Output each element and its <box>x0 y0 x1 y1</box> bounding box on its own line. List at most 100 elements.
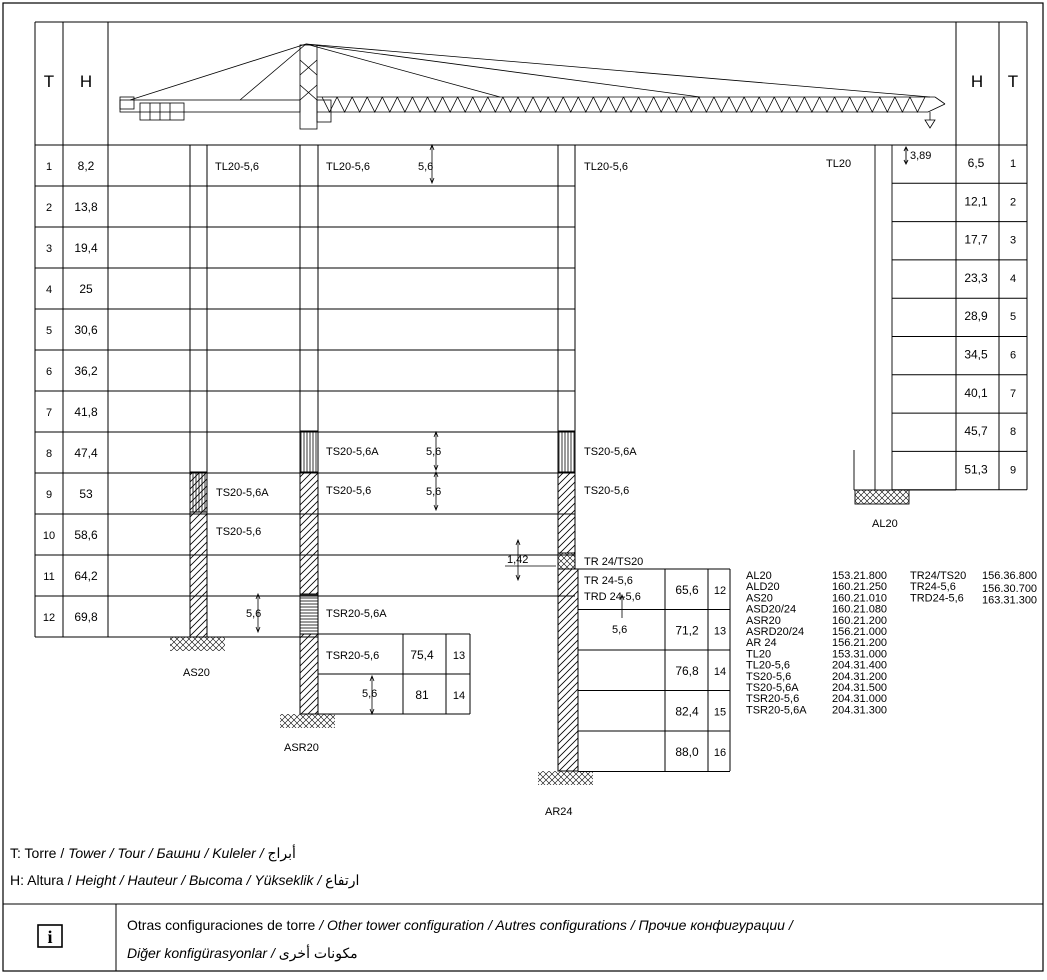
right-row-h-value: 45,7 <box>964 424 988 438</box>
as20-vertical-section <box>189 471 208 513</box>
ar-row-t-value: 16 <box>714 747 726 759</box>
code-part-number: 163.31.300 <box>982 594 1037 606</box>
info-icon <box>37 924 63 948</box>
legend-h-arabic: ارتفاع <box>325 872 359 889</box>
ar-row-h-value: 71,2 <box>675 624 699 638</box>
row-h-value: 25 <box>79 282 93 296</box>
code-part-number: 204.31.500 <box>832 682 887 694</box>
label-trd24-5-6: TRD 24-5,6 <box>584 591 641 603</box>
label-ts20-5-6a-2: TS20-5,6A <box>584 446 637 458</box>
dimension-arrows <box>255 143 625 716</box>
note-line-1: Otras configuraciones de torre / Other t… <box>127 917 795 933</box>
ar24-base <box>538 771 593 785</box>
code-part-number: 204.31.300 <box>832 704 887 716</box>
row-h-value: 13,8 <box>74 200 98 214</box>
header-h-right: H <box>971 72 983 91</box>
code-part-number: 156.36.800 <box>982 570 1037 582</box>
note-line-2: Diğer konfigürasyonlar / مكونات أخرى <box>127 943 358 962</box>
base-asr20: ASR20 <box>284 742 319 754</box>
code-part-number: 160.21.010 <box>832 592 887 604</box>
row-h-value: 64,2 <box>74 569 98 583</box>
code-part-name: TS20-5,6A <box>746 682 799 694</box>
tower-al20 <box>853 145 956 505</box>
right-row-t-value: 9 <box>1010 464 1016 476</box>
base-al20: AL20 <box>872 518 898 530</box>
asr20-lower-section <box>299 633 319 715</box>
legend-t-prefix: T: Torre / <box>10 845 68 861</box>
row-t-value: 6 <box>46 366 52 378</box>
code-part-name: TS20-5,6 <box>746 671 791 683</box>
code-part-name: TL20 <box>746 648 771 660</box>
row-t-value: 5 <box>46 325 52 337</box>
label-ts20-5-6-3: TS20-5,6 <box>216 526 261 538</box>
code-part-number: 153.21.800 <box>832 570 887 582</box>
ar24-base-section <box>557 568 579 772</box>
right-row-h-value: 28,9 <box>964 309 988 323</box>
row-h-value: 58,6 <box>74 528 98 542</box>
legend-h-prefix: H: Altura / <box>10 872 75 888</box>
right-row-t-value: 7 <box>1010 388 1016 400</box>
row-t-value: 10 <box>43 530 55 542</box>
base-as20: AS20 <box>183 667 210 679</box>
row-h-value: 8,2 <box>78 159 95 173</box>
code-part-number: 160.21.080 <box>832 604 887 616</box>
code-part-number: 204.31.200 <box>832 671 887 683</box>
row-t-value: 11 <box>43 571 54 583</box>
right-row-h-value: 12,1 <box>964 194 988 208</box>
row-t-value: 2 <box>46 202 52 214</box>
note-line-2-arabic: مكونات أخرى <box>279 943 358 962</box>
code-part-number: 153.31.000 <box>832 648 887 660</box>
row-t-value: 8 <box>46 448 52 460</box>
code-part-name: TR24-5,6 <box>910 581 956 593</box>
code-part-number: 160.21.200 <box>832 615 887 627</box>
crane-drawing <box>119 43 946 130</box>
row-h-value: 36,2 <box>74 364 98 378</box>
info-icon-glyph: i <box>47 927 52 947</box>
right-row-t-value: 2 <box>1010 196 1016 208</box>
code-part-name: ASRD20/24 <box>746 626 804 638</box>
tower-columns <box>108 145 665 785</box>
note-line-1-plain: Otras configuraciones de torre <box>127 917 319 933</box>
code-part-name: ASD20/24 <box>746 604 796 616</box>
row-h-value: 69,8 <box>74 610 98 624</box>
label-ts20-5-6-2: TS20-5,6 <box>584 485 629 497</box>
ar24-hatched-section <box>557 471 576 554</box>
right-row-t-value: 1 <box>1010 158 1016 170</box>
code-part-number: 160.21.250 <box>832 581 887 593</box>
row-t-value: 1 <box>46 161 52 173</box>
ar-row-h-value: 88,0 <box>675 745 699 759</box>
header-h-left: H <box>80 72 92 91</box>
base-ar24: AR24 <box>545 806 573 818</box>
ar-row-h-value: 82,4 <box>675 705 699 719</box>
code-part-name: TSR20-5,6 <box>746 693 799 705</box>
note-line-1-italic: / Other tower configuration / Autres con… <box>318 917 795 933</box>
asr-row-h-value: 75,4 <box>410 648 434 662</box>
note-line-2-italic: Diğer konfigürasyonlar / <box>127 945 279 961</box>
dim-5-6-ar: 5,6 <box>612 624 627 636</box>
label-ts20-5-6-1: TS20-5,6 <box>326 485 371 497</box>
as20-base <box>170 637 225 651</box>
label-tl20-5-6-c: TL20-5,6 <box>584 161 628 173</box>
code-part-number: 156.21.200 <box>832 637 887 649</box>
code-part-name: TL20-5,6 <box>746 660 790 672</box>
header-band <box>34 21 1028 146</box>
dim-5-6-row8: 5,6 <box>426 446 441 458</box>
label-tl20: TL20 <box>826 158 851 170</box>
ar24-vertical-section <box>557 430 576 473</box>
label-tsr20-5-6: TSR20-5,6 <box>326 650 379 662</box>
asr20-base <box>280 714 335 728</box>
asr20-vertical-section <box>299 430 319 473</box>
asr20-horizontal-section <box>299 593 319 635</box>
asr20-hatched-section <box>299 471 319 595</box>
code-part-name: TSR20-5,6A <box>746 704 807 716</box>
legend-h-italic: Height / Hauteur / Высота / Yükseklik / <box>75 872 325 888</box>
right-row-t-value: 8 <box>1010 426 1016 438</box>
right-row-h-value: 34,5 <box>964 348 988 362</box>
right-row-t-value: 3 <box>1010 235 1016 247</box>
